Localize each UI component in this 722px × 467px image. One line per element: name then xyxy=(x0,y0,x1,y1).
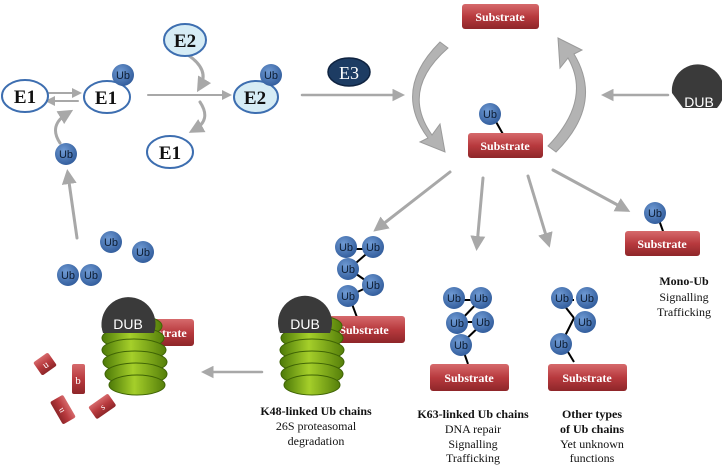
mono-ub-label: Mono-Ub Signalling Trafficking xyxy=(657,274,711,319)
svg-text:Ub: Ub xyxy=(61,270,75,282)
svg-text:DUB: DUB xyxy=(684,94,714,110)
svg-text:E3: E3 xyxy=(339,63,359,83)
svg-text:E1: E1 xyxy=(159,143,181,164)
svg-text:Yet unknown: Yet unknown xyxy=(560,437,624,451)
svg-text:DUB: DUB xyxy=(290,316,320,332)
e1-released: E1 xyxy=(146,135,194,169)
fragment-1: u xyxy=(33,353,57,375)
dub-enzyme-k48: DUB xyxy=(278,295,332,333)
arrow-e2-join xyxy=(186,53,212,93)
svg-text:Ub: Ub xyxy=(341,291,355,303)
svg-text:Substrate: Substrate xyxy=(637,237,687,251)
substrate-top: Substrate xyxy=(462,4,539,29)
other-chain-label: Other types of Ub chains Yet unknown fun… xyxy=(560,407,624,465)
svg-text:Mono-Ub: Mono-Ub xyxy=(659,274,709,288)
e3-cycle-arrows xyxy=(412,37,587,153)
svg-text:Substrate: Substrate xyxy=(480,139,530,153)
arrow-ub-recycle xyxy=(61,169,79,240)
svg-text:u: u xyxy=(41,359,51,371)
arrow-ub-join xyxy=(54,109,74,145)
svg-text:E2: E2 xyxy=(174,31,196,52)
svg-text:Substrate: Substrate xyxy=(475,10,525,24)
e2-ub-complex: E2 Ub xyxy=(233,64,282,114)
arrow-to-k48 xyxy=(373,170,452,232)
peptide-fragments: u b u s xyxy=(33,353,116,424)
svg-text:Trafficking: Trafficking xyxy=(446,451,500,465)
svg-text:Substrate: Substrate xyxy=(562,371,612,385)
svg-text:Substrate: Substrate xyxy=(339,323,389,337)
svg-text:Ub: Ub xyxy=(578,317,592,329)
svg-text:Ub: Ub xyxy=(447,293,461,305)
svg-text:Ub: Ub xyxy=(59,149,73,161)
svg-text:E1: E1 xyxy=(14,87,36,108)
svg-text:E2: E2 xyxy=(244,88,266,109)
e1-ub-complex: E1 Ub xyxy=(83,64,134,114)
svg-text:Ub: Ub xyxy=(116,70,130,82)
cycle-arrow-right xyxy=(547,37,587,153)
svg-text:Ub: Ub xyxy=(474,293,488,305)
svg-text:Ub: Ub xyxy=(366,280,380,292)
svg-text:Ub: Ub xyxy=(450,318,464,330)
other-chain-substrate: Ub Ub Ub Ub Substrate xyxy=(548,287,627,391)
cycle-arrow-left xyxy=(412,41,449,153)
svg-text:strate: strate xyxy=(157,326,187,340)
k63-chain-substrate: Ub Ub Ub Ub Ub Substrate xyxy=(430,287,509,391)
svg-text:functions: functions xyxy=(570,451,615,465)
svg-text:Ub: Ub xyxy=(483,109,497,121)
svg-text:Ub: Ub xyxy=(264,70,278,82)
svg-text:of Ub chains: of Ub chains xyxy=(560,422,624,436)
svg-text:u: u xyxy=(57,405,68,414)
svg-text:Signalling: Signalling xyxy=(659,290,708,304)
arrow-to-other xyxy=(526,174,553,248)
e2-enzyme: E2 xyxy=(163,23,207,57)
svg-text:Other types: Other types xyxy=(562,407,622,421)
ub-protein xyxy=(112,64,134,86)
svg-text:Ub: Ub xyxy=(104,237,118,249)
arrow-to-mono xyxy=(551,168,631,212)
recycled-ub-group: Ub Ub Ub Ub xyxy=(57,231,154,286)
ub-protein xyxy=(260,64,282,86)
dub-enzyme-degrading: DUB xyxy=(101,297,156,333)
svg-text:Ub: Ub xyxy=(555,293,569,305)
dub-enzyme-right: DUB xyxy=(671,64,722,110)
fragment-2: b xyxy=(72,364,85,394)
arrow-e1-release xyxy=(188,100,207,133)
e3-enzyme: E3 xyxy=(327,57,371,87)
k48-chain-label: K48-linked Ub chains 26S proteasomal deg… xyxy=(260,404,372,448)
substrate-mono-ub-center: Ub Substrate xyxy=(468,103,543,158)
fragment-4: s xyxy=(88,394,116,419)
free-ub: Ub xyxy=(55,143,77,165)
svg-text:b: b xyxy=(75,375,81,387)
svg-text:Ub: Ub xyxy=(341,264,355,276)
e1-enzyme: E1 xyxy=(1,79,49,113)
svg-text:Ub: Ub xyxy=(339,242,353,254)
k63-chain-label: K63-linked Ub chains DNA repair Signalli… xyxy=(417,407,529,465)
svg-text:Substrate: Substrate xyxy=(444,371,494,385)
svg-text:Signalling: Signalling xyxy=(448,437,497,451)
arrow-to-k63 xyxy=(470,176,486,251)
svg-text:Trafficking: Trafficking xyxy=(657,305,711,319)
mono-ub-substrate: Ub Substrate xyxy=(625,202,700,256)
svg-text:Ub: Ub xyxy=(554,339,568,351)
svg-text:Ub: Ub xyxy=(580,293,594,305)
svg-text:K63-linked Ub chains: K63-linked Ub chains xyxy=(417,407,529,421)
svg-text:Ub: Ub xyxy=(648,208,662,220)
svg-text:26S proteasomal: 26S proteasomal xyxy=(276,419,357,433)
svg-text:K48-linked Ub chains: K48-linked Ub chains xyxy=(260,404,372,418)
svg-text:Ub: Ub xyxy=(366,242,380,254)
pathway-arrows xyxy=(45,53,670,379)
svg-text:Ub: Ub xyxy=(476,317,490,329)
svg-text:s: s xyxy=(98,401,107,411)
k48-chain-substrate: Ub Ub Ub Ub Ub Substrate xyxy=(326,236,405,343)
svg-text:Ub: Ub xyxy=(84,270,98,282)
svg-text:DNA repair: DNA repair xyxy=(445,422,501,436)
svg-text:DUB: DUB xyxy=(113,316,143,332)
svg-text:degradation: degradation xyxy=(288,434,345,448)
fragment-3: u xyxy=(50,395,76,424)
svg-text:Ub: Ub xyxy=(136,247,150,259)
svg-text:Ub: Ub xyxy=(454,340,468,352)
svg-text:E1: E1 xyxy=(95,88,117,109)
